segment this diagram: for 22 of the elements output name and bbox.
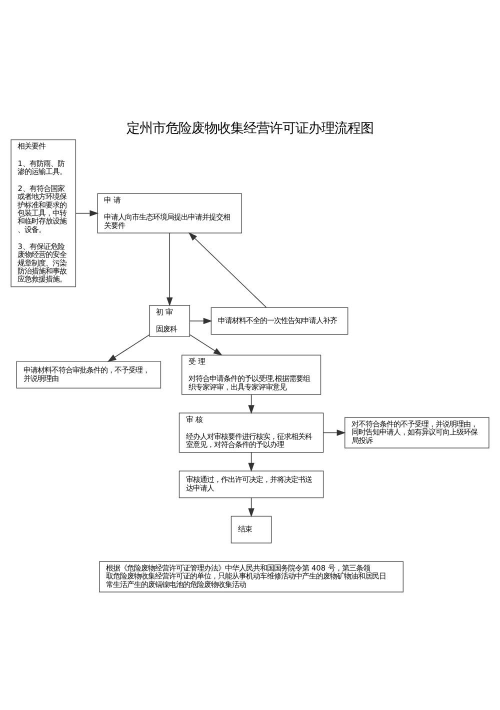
diagram-title: 定州市危险废物收集经营许可证办理流程图 — [126, 121, 374, 136]
arrow — [248, 496, 254, 517]
node-box: 根据《危险废物经营许可证管理办法》中华人民共和国国务院令第 408 号，第三条领取危险废物收集经营许可证的单位，只能从事机动车维修活动中产生的废物矿物油和居民日常生活产生的废镉镍电池的危险废物收集活动 — [99, 560, 404, 592]
arrow — [323, 429, 346, 436]
node-box: 审核通过，作出许可决定，并将决定书送达申请人 — [178, 470, 324, 498]
arrow — [189, 334, 222, 356]
node-box: 相关要件 1、有防雨、防渗的运输工具。 2、有符合国家或者地方环境保护标准和要求的包装工具，中转和临时存放设施、设备。 3、有保证危险废物经营的安全规章制度、污染防治措施和事故应急救援措施。 — [10, 138, 76, 287]
arrow — [107, 334, 150, 362]
arrow — [248, 394, 254, 414]
arrow — [248, 452, 254, 472]
arrow — [76, 210, 99, 216]
node-box: 对不符合条件的不予受理，并说明理由，同时告知申请人，如有异议可向上级环保局投诉 — [344, 416, 490, 448]
node-box: 结束 — [230, 515, 272, 543]
node-box: 申 请 申请人向市生态环境局提出申请并提交相关要件 — [97, 192, 242, 233]
node-box: 申请材料不符合审批条件的，不予受理，并说明理由 — [16, 360, 162, 388]
node-box: 受 理 对符合申请条件的予以受理,根据需要组织专家评审，出具专家评审意见 — [182, 354, 322, 394]
arrow — [188, 232, 267, 308]
node-box: 初 审 固废科 — [149, 304, 190, 336]
arrow — [166, 232, 173, 306]
node-box: 审 核 经办人对审核要件进行核实，征求相关科室意见，对符合条件的予以办理 — [178, 412, 324, 452]
node-box: 申请材料不全的一次性告知申请人补齐 — [210, 306, 348, 334]
arrow — [189, 317, 212, 324]
